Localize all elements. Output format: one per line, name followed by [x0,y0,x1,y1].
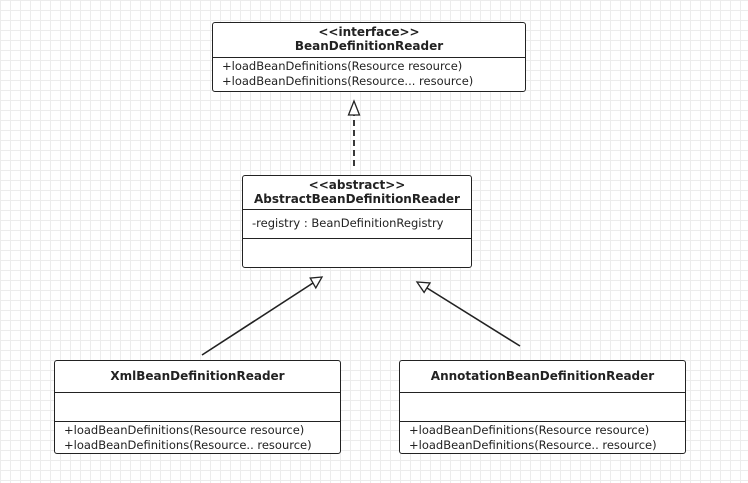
annotation-bean-definition-reader-class[interactable]: AnnotationBeanDefinitionReader +loadBean… [399,360,686,454]
method-row: +loadBeanDefinitions(Resource resource) [409,423,650,437]
generalization-arrow-xml [201,276,324,356]
class-header: <<abstract>> AbstractBeanDefinitionReade… [243,176,471,210]
method-row: +loadBeanDefinitions(Resource.. resource… [409,438,657,452]
xml-bean-definition-reader-class[interactable]: XmlBeanDefinitionReader +loadBeanDefinit… [54,360,341,454]
class-header: XmlBeanDefinitionReader [55,361,340,393]
attributes-section [400,393,685,421]
methods-section: +loadBeanDefinitions(Resource resource) … [55,421,340,453]
attributes-section [55,393,340,421]
class-name: AnnotationBeanDefinitionReader [430,369,655,383]
interface-stereotype: <<interface>> [318,25,420,39]
class-name: AbstractBeanDefinitionReader [254,192,460,206]
abstract-bean-definition-reader-class[interactable]: <<abstract>> AbstractBeanDefinitionReade… [242,175,472,268]
method-row: +loadBeanDefinitions(Resource.. resource… [64,438,312,452]
class-header: <<interface>> BeanDefinitionReader [213,23,525,58]
method-row: +loadBeanDefinitions(Resource resource) [64,423,305,437]
realization-arrow [347,99,361,166]
method-row: +loadBeanDefinitions(Resource resource) [222,59,463,73]
methods-section: +loadBeanDefinitions(Resource resource) … [213,58,525,89]
method-row: +loadBeanDefinitions(Resource... resourc… [222,74,474,88]
methods-section: +loadBeanDefinitions(Resource resource) … [400,421,685,453]
class-name: BeanDefinitionReader [294,39,444,53]
attributes-section: -registry : BeanDefinitionRegistry [243,210,471,238]
generalization-arrow-annotation [415,281,521,347]
abstract-stereotype: <<abstract>> [308,178,406,192]
attribute-row: -registry : BeanDefinitionRegistry [252,216,444,230]
methods-section [243,238,471,267]
class-header: AnnotationBeanDefinitionReader [400,361,685,393]
bean-definition-reader-class[interactable]: <<interface>> BeanDefinitionReader +load… [212,22,526,92]
class-name: XmlBeanDefinitionReader [110,369,285,383]
